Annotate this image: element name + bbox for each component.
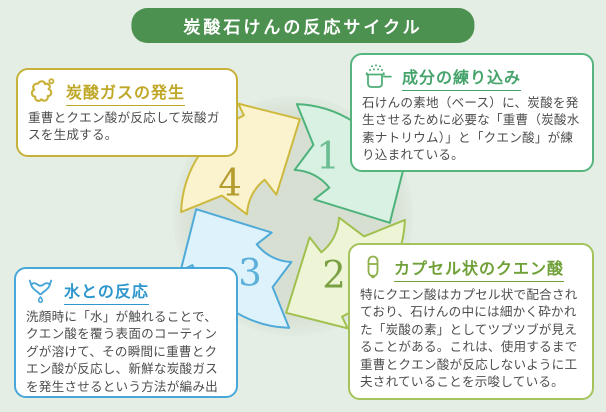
cycle-step-number-3: 3	[238, 251, 262, 295]
capsule-icon	[367, 255, 379, 279]
cycle-arrow-3	[179, 208, 293, 329]
cycle-step-number-1: 1	[316, 134, 340, 178]
callout-water-reaction: 水との反応 洗顔時に「水」が触れることで、クエン酸を覆う表面のコーティングが溶け…	[14, 267, 238, 398]
callout-title: 水との反応	[64, 278, 149, 305]
callout-title: 成分の練り込み	[402, 64, 522, 91]
callout-title: 炭酸ガスの発生	[66, 79, 186, 106]
callout-carbonic-gas: 炭酸ガスの発生 重曹とクエン酸が反応して炭酸ガスを生成する。	[16, 68, 238, 157]
callout-title: カプセル状のクエン酸	[394, 255, 565, 282]
splash-icon	[30, 78, 55, 102]
cycle-step-number-2: 2	[322, 253, 346, 297]
cycle-step-number-4: 4	[218, 161, 242, 205]
callout-body: 洗顔時に「水」が触れることで、クエン酸を覆う表面のコーティングが溶けて、その瞬間…	[26, 310, 218, 394]
callout-kneading: 成分の練り込み 石けんの素地（ベース）に、炭酸を発生させるために必要な「重曹（炭…	[350, 53, 594, 172]
water-icon	[28, 279, 53, 304]
pan-icon	[365, 64, 392, 88]
callout-body: 特にクエン酸はカプセル状で配合されており、石けんの中には細かく砕かれた「炭酸の素…	[360, 288, 578, 389]
page-title: 炭酸石けんの反応サイクル	[131, 8, 475, 43]
callout-capsule: カプセル状のクエン酸 特にクエン酸はカプセル状で配合されており、石けんの中には細…	[348, 243, 594, 400]
callout-body: 石けんの素地（ベース）に、炭酸を発生させるために必要な「重曹（炭酸水素ナトリウム…	[362, 96, 580, 163]
callout-body: 重曹とクエン酸が反応して炭酸ガスを生成する。	[28, 111, 220, 143]
cycle-arrow-4	[180, 102, 301, 216]
